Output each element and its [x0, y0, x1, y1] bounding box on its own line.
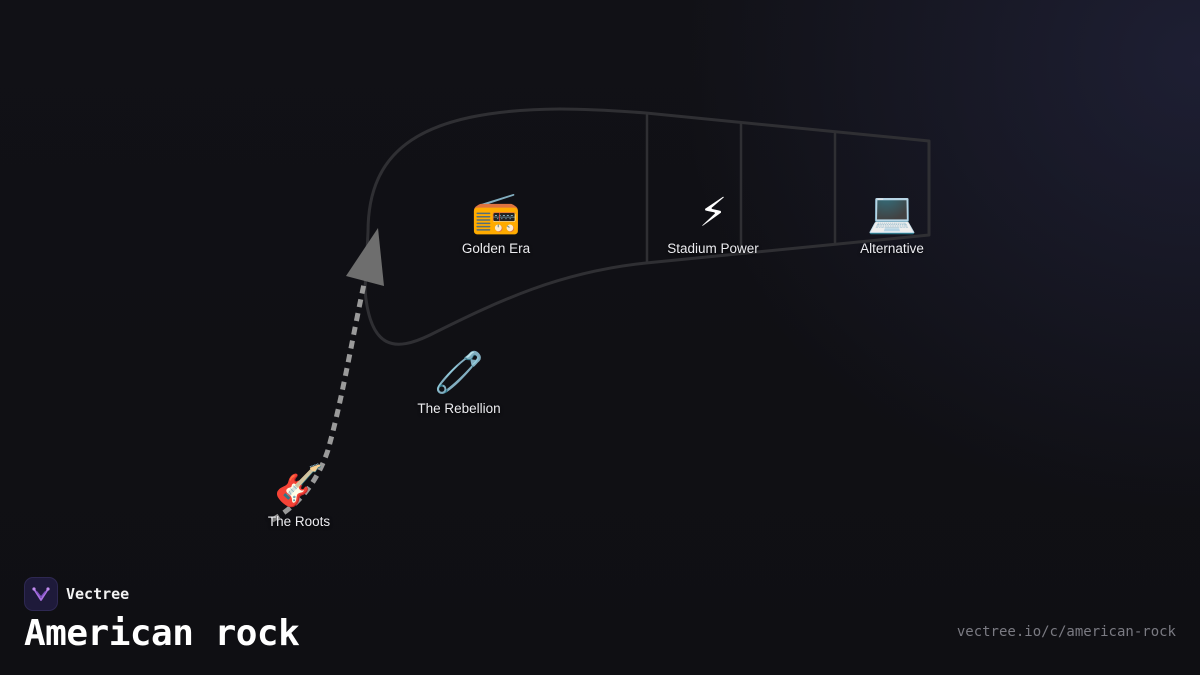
progress-arrow-shaft — [270, 283, 367, 523]
node-label: Stadium Power — [667, 241, 759, 256]
node-the-rebellion[interactable]: 🧷 The Rebellion — [384, 349, 534, 416]
node-stadium-power[interactable]: ⚡ Stadium Power — [638, 189, 788, 256]
page-title: American rock — [24, 613, 300, 654]
safety-pin-icon: 🧷 — [434, 350, 484, 396]
node-label: Alternative — [860, 241, 924, 256]
guitar-icon: 🎸 — [274, 463, 324, 509]
node-golden-era[interactable]: 📻 Golden Era — [421, 189, 571, 256]
vectree-logo-icon — [24, 577, 58, 611]
laptop-icon: 💻 — [867, 190, 917, 236]
lightning-icon: ⚡ — [698, 190, 728, 236]
node-label: Golden Era — [461, 241, 531, 256]
brand-name: Vectree — [66, 585, 130, 603]
node-label: The Roots — [267, 514, 331, 529]
radio-icon: 📻 — [471, 190, 521, 236]
node-the-roots[interactable]: 🎸 The Roots — [224, 462, 374, 529]
flow-band-outline — [363, 107, 931, 346]
page-url[interactable]: vectree.io/c/american-rock — [956, 624, 1176, 640]
node-alternative[interactable]: 💻 Alternative — [817, 189, 967, 256]
progress-arrowhead — [346, 228, 384, 286]
node-label: The Rebellion — [417, 401, 501, 416]
brand[interactable]: Vectree — [24, 577, 129, 611]
